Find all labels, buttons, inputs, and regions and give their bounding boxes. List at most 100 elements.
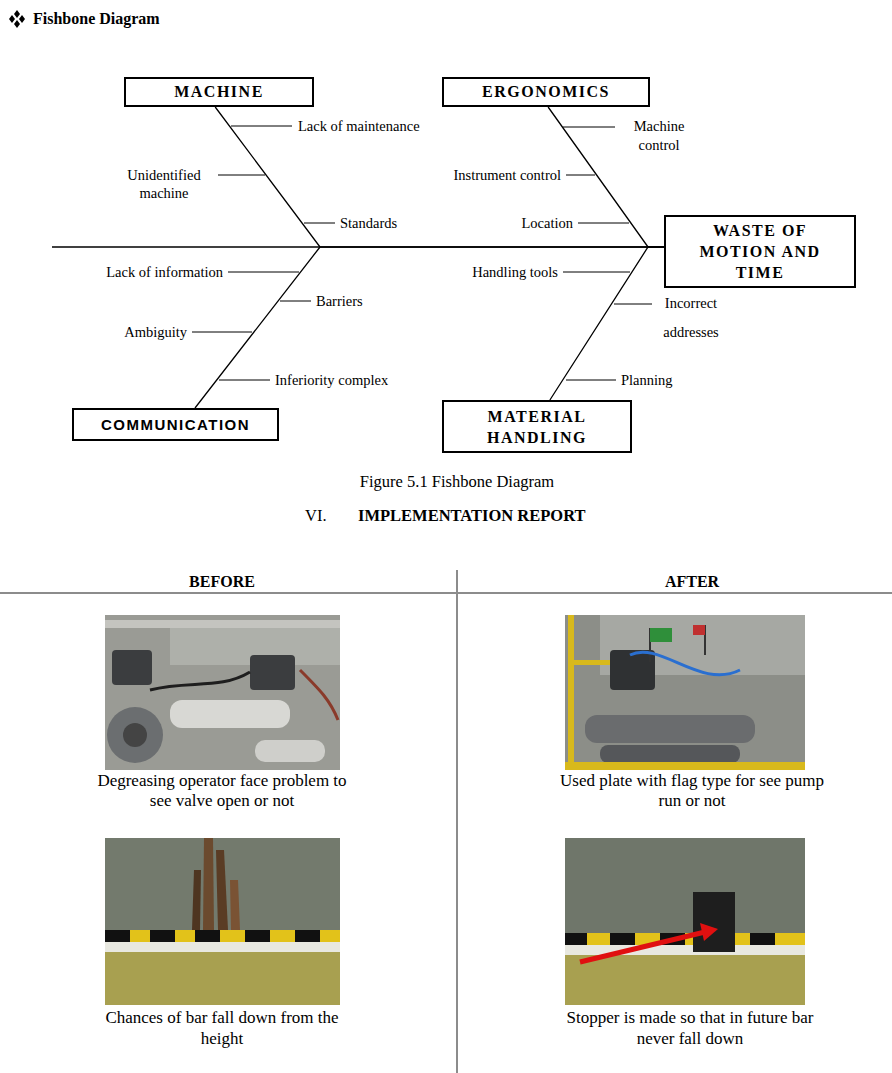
hazard-stripe-dark — [610, 933, 635, 945]
floor — [565, 955, 805, 1005]
hazard-stripe-dark — [245, 930, 270, 942]
cause-label: Instrument control — [411, 166, 561, 184]
rail — [105, 620, 340, 628]
photo-caption: Used plate with flag type for see pump r… — [557, 771, 827, 811]
category-box: MACHINE — [124, 77, 314, 107]
floor-stripe — [565, 762, 805, 770]
photo-bar-before — [105, 838, 340, 1005]
leader-line — [192, 332, 252, 333]
hazard-stripe-dark — [295, 930, 320, 942]
table-rules — [0, 570, 892, 1073]
stopper-block — [693, 892, 735, 952]
valve-actuator — [250, 655, 295, 690]
red-arrow — [580, 932, 705, 962]
leader-line — [566, 380, 616, 381]
leader-line — [566, 175, 595, 176]
photo-ground — [105, 838, 340, 1005]
photo-ground — [105, 615, 340, 770]
leader-line — [563, 127, 615, 128]
column-header: AFTER — [592, 572, 792, 592]
figure-caption: Figure 5.1 Fishbone Diagram — [257, 472, 657, 492]
flag — [693, 625, 705, 635]
hose — [150, 672, 250, 690]
box-label: ERGONOMICS — [482, 82, 610, 102]
column-header: BEFORE — [122, 572, 322, 592]
photo-ground — [565, 615, 805, 770]
cause-label: Unidentified machine — [114, 166, 214, 202]
fishbone-bone — [215, 107, 664, 247]
railing — [568, 615, 574, 770]
cause-label: Standards — [340, 214, 397, 232]
fishbone-bone — [195, 247, 664, 408]
bullet-diamond — [19, 15, 25, 23]
box-label: MATERIAL HANDLING — [472, 406, 602, 448]
pipe — [600, 745, 740, 763]
category-box: MATERIAL HANDLING — [442, 400, 632, 453]
leader-lines — [192, 126, 652, 380]
photo-caption: Degreasing operator face problem to see … — [87, 771, 357, 811]
leader-line — [218, 175, 265, 176]
leader-line — [231, 126, 292, 127]
category-box: ERGONOMICS — [442, 77, 650, 107]
cause-label: Lack of information — [53, 263, 223, 281]
leader-line — [563, 272, 630, 273]
bullet-symbol — [9, 10, 25, 28]
white-band — [565, 945, 805, 955]
hazard-stripe-dark — [150, 930, 175, 942]
hose — [300, 670, 338, 720]
category-box: COMMUNICATION — [72, 408, 279, 441]
leader-line — [228, 272, 299, 273]
pipe — [255, 740, 325, 762]
bullet-diamond — [9, 15, 15, 23]
valve-actuator — [112, 650, 152, 685]
flange-hub — [123, 723, 147, 747]
heading: Fishbone Diagram — [33, 9, 160, 29]
photo-valve-before — [105, 615, 340, 770]
hazard-stripe-dark — [750, 933, 775, 945]
category-box: WASTE OF MOTION AND TIME — [664, 215, 856, 288]
wire — [630, 652, 740, 675]
bullet-diamond — [14, 20, 20, 28]
flag — [650, 628, 672, 642]
leader-line — [219, 380, 270, 381]
box-label: WASTE OF MOTION AND TIME — [691, 220, 829, 283]
box-label: MACHINE — [174, 82, 264, 102]
white-band — [105, 942, 340, 952]
photo-flag-after — [565, 615, 805, 770]
cause-label: Inferiority complex — [275, 371, 388, 389]
leader-line — [614, 304, 652, 305]
red-arrowhead — [700, 923, 718, 941]
hazard-stripe-dark — [565, 933, 587, 945]
cause-label: Incorrect addresses — [650, 289, 732, 347]
photo-ground — [565, 838, 805, 1005]
pipe — [170, 700, 290, 728]
flange — [107, 707, 163, 763]
leader-line — [304, 223, 335, 224]
bar — [230, 880, 240, 930]
table-rule — [0, 592, 892, 594]
photo-caption: Stopper is made so that in future bar ne… — [559, 1007, 821, 1049]
cause-label: Handling tools — [428, 263, 558, 281]
cause-label: Barriers — [316, 292, 363, 310]
hazard-stripe-dark — [195, 930, 220, 942]
pipe — [585, 715, 755, 743]
cause-label: Lack of maintenance — [298, 117, 420, 135]
hazard-stripe-dark — [105, 930, 130, 942]
cause-label: Location — [473, 214, 573, 232]
hazard-stripe — [105, 930, 340, 942]
leader-line — [578, 223, 629, 224]
box-label: COMMUNICATION — [101, 415, 250, 435]
leader-line — [280, 301, 311, 302]
bar — [203, 838, 214, 930]
spine-line — [52, 246, 320, 247]
bar — [192, 870, 201, 930]
bullet-diamond — [14, 10, 20, 18]
photo-stopper-after — [565, 838, 805, 1005]
section-heading: IMPLEMENTATION REPORT — [358, 506, 586, 526]
section-heading: VI. — [305, 506, 327, 526]
cause-label: Machine control — [620, 117, 698, 155]
bar — [216, 850, 228, 930]
